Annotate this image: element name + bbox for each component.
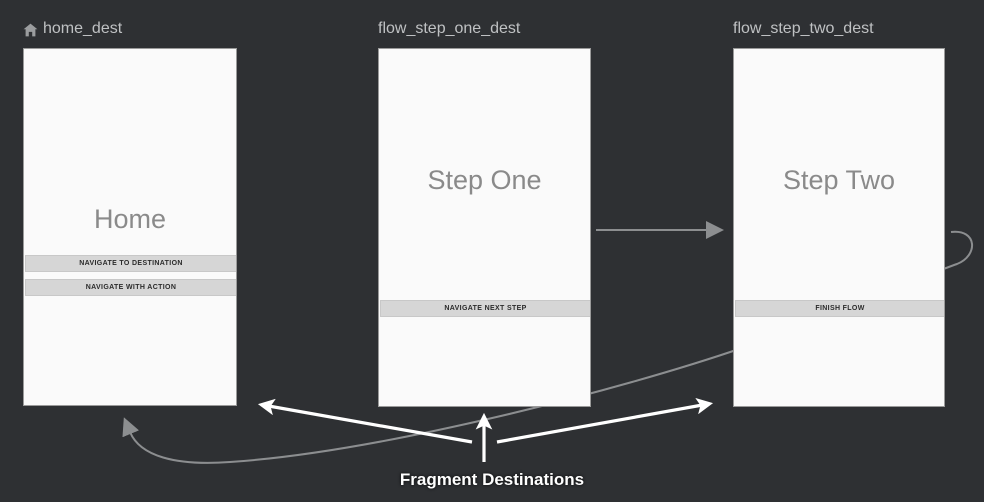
screen-title: Step Two xyxy=(782,165,896,195)
destination-label-flow-step-one-dest: flow_step_one_dest xyxy=(378,20,591,38)
preview-button-finish-flow: FINISH FLOW xyxy=(735,300,944,317)
preview-button-navigate-next-step: NAVIGATE NEXT STEP xyxy=(380,300,590,317)
destination-label-text: home_dest xyxy=(43,20,123,37)
destination-label-text: flow_step_two_dest xyxy=(733,20,874,37)
destination-node-home-dest[interactable]: home_dest Home NAVIGATE TO DESTINATION N… xyxy=(23,20,237,406)
destination-label-text: flow_step_one_dest xyxy=(378,20,521,37)
home-icon xyxy=(23,23,38,37)
destination-preview-flow-step-two-dest[interactable]: Step Two FINISH FLOW xyxy=(733,48,945,407)
destination-preview-home-dest[interactable]: Home NAVIGATE TO DESTINATION NAVIGATE WI… xyxy=(23,48,237,406)
callout-arrow-to-home-dest xyxy=(257,398,473,444)
screen-title: Home xyxy=(93,204,167,234)
callout-arrow-to-flow-step-two-dest xyxy=(496,397,714,444)
preview-button-navigate-to-destination: NAVIGATE TO DESTINATION xyxy=(25,255,236,272)
destination-label-flow-step-two-dest: flow_step_two_dest xyxy=(733,20,945,38)
destination-preview-flow-step-one-dest[interactable]: Step One NAVIGATE NEXT STEP xyxy=(378,48,591,407)
destination-node-flow-step-one-dest[interactable]: flow_step_one_dest Step One NAVIGATE NEX… xyxy=(378,20,591,407)
screen-title: Step One xyxy=(427,165,542,195)
destination-node-flow-step-two-dest[interactable]: flow_step_two_dest Step Two FINISH FLOW xyxy=(733,20,945,407)
annotation-caption: Fragment Destinations xyxy=(399,470,585,489)
destination-label-home-dest: home_dest xyxy=(23,20,237,38)
preview-button-navigate-with-action: NAVIGATE WITH ACTION xyxy=(25,279,236,296)
